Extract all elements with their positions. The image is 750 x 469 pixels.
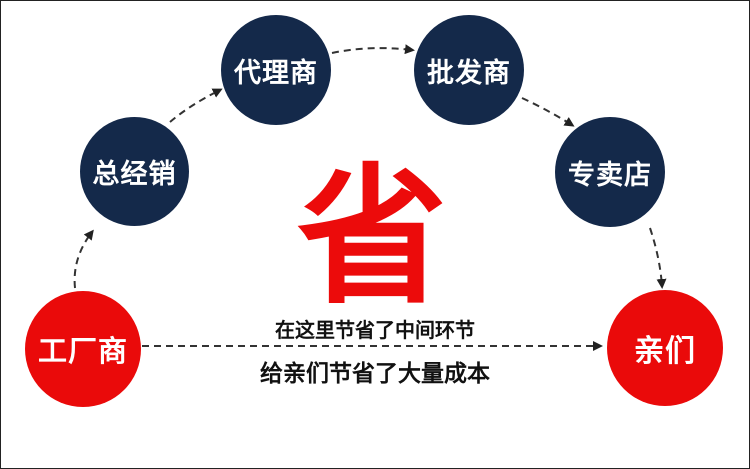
- center-big-char: 省: [297, 151, 448, 325]
- node-customer-label: 亲们: [634, 334, 696, 369]
- caption-line-2: 给亲们节省了大量成本: [260, 361, 490, 387]
- arrow-wholesaler-to-store: [521, 97, 575, 127]
- node-wholesaler-label: 批发商: [427, 57, 511, 89]
- arrow-factory-to-general: [73, 229, 94, 289]
- node-store-label: 专卖店: [568, 159, 652, 191]
- arrow-agent-to-wholesaler: [331, 44, 415, 55]
- arrow-store-to-customer: [649, 227, 667, 289]
- node-wholesaler: 批发商: [414, 15, 524, 125]
- node-factory-label: 工厂商: [37, 334, 128, 368]
- node-factory: 工厂商: [25, 291, 141, 407]
- node-general-distributor-label: 总经销: [92, 159, 177, 190]
- node-agent-label: 代理商: [234, 57, 318, 89]
- node-agent: 代理商: [221, 15, 331, 125]
- node-general-distributor: 总经销: [80, 117, 189, 226]
- arrow-general-to-agent: [169, 88, 223, 123]
- node-customer: 亲们: [607, 290, 723, 406]
- node-store: 专卖店: [555, 117, 665, 227]
- caption-line-1: 在这里节省了中间环节: [275, 318, 475, 342]
